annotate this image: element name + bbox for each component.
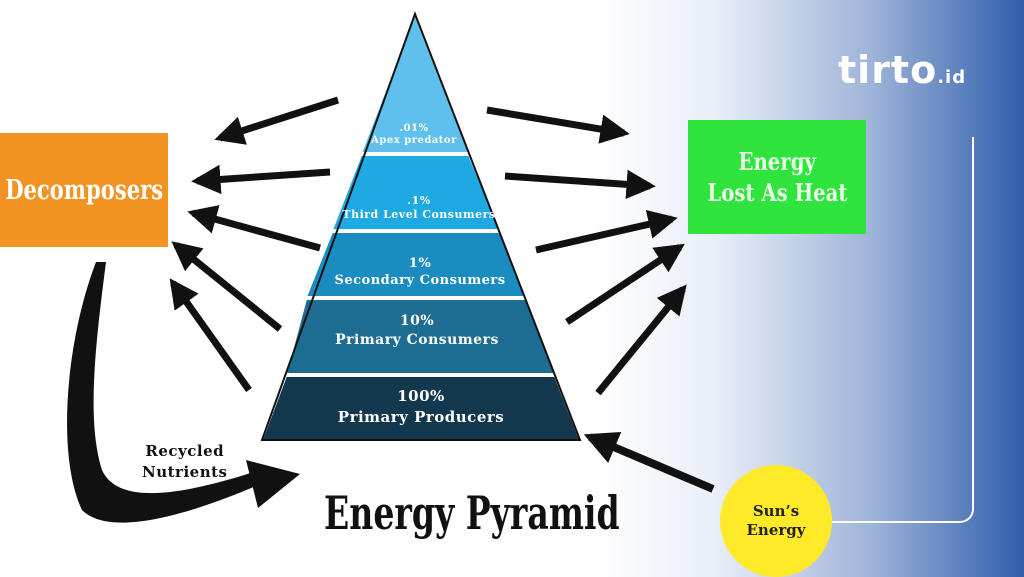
level-apex-text: .01% Apex predator <box>371 123 457 147</box>
decomposers-box: Decomposers <box>0 133 168 247</box>
tirto-logo: tirto.id <box>838 48 966 92</box>
arrow-to-decomposers-3 <box>187 205 321 252</box>
heat-label-line1: Energy <box>738 147 816 176</box>
arrow-to-decomposers-4 <box>171 241 283 332</box>
recycled-line2: Nutrients <box>142 463 228 481</box>
sun-label-line1: Sun’s <box>752 502 800 520</box>
arrow-to-heat-1 <box>486 106 630 144</box>
level-primary-consumers-percent: 10% <box>399 313 435 329</box>
pyramid-level-third <box>330 154 502 231</box>
pyramid-outline <box>260 11 582 441</box>
diagram-title: Energy Pyramid <box>324 486 620 540</box>
arrow-to-heat-5 <box>595 284 687 396</box>
decomposers-label: Decomposers <box>5 174 163 206</box>
recycled-nutrients-arrowhead <box>246 460 300 508</box>
level-primary-producers-label: Primary Producers <box>337 408 505 426</box>
arrow-to-heat-4 <box>565 243 685 325</box>
arrow-to-heat-2 <box>504 169 656 200</box>
level-primary-consumers-text: 10% Primary Consumers <box>335 312 499 350</box>
logo-name: tirto <box>838 48 938 92</box>
arrow-from-sun <box>583 431 715 493</box>
level-apex-label: Apex predator <box>371 135 457 146</box>
arrow-to-decomposers-5 <box>169 278 252 393</box>
level-secondary-text: 1% Secondary Consumers <box>334 255 505 289</box>
level-primary-producers-text: 100% Primary Producers <box>338 386 504 428</box>
recycled-line1: Recycled <box>145 442 225 460</box>
arrow-to-decomposers-1 <box>214 96 340 145</box>
logo-suffix: .id <box>937 67 967 88</box>
heat-label-line2: Lost As Heat <box>706 178 848 207</box>
level-third-label: Third Level Consumers <box>342 208 496 221</box>
level-third-text: .1% Third Level Consumers <box>342 194 495 222</box>
level-primary-consumers-label: Primary Consumers <box>335 332 499 348</box>
level-primary-producers-percent: 100% <box>397 387 445 405</box>
energy-lost-as-heat-box: Energy Lost As Heat <box>688 120 866 234</box>
arrow-to-decomposers-2 <box>191 164 331 195</box>
pyramid-level-secondary <box>304 231 528 298</box>
level-apex-percent: .01% <box>399 123 429 134</box>
level-third-percent: .1% <box>407 194 431 207</box>
level-secondary-percent: 1% <box>408 256 432 271</box>
recycled-nutrients-label: Recycled Nutrients <box>142 441 227 483</box>
recycled-nutrients-curve <box>67 262 261 523</box>
level-secondary-label: Secondary Consumers <box>334 273 506 288</box>
sun-energy-circle: Sun’s Energy <box>720 465 832 577</box>
sun-label-line2: Energy <box>746 521 806 539</box>
arrow-to-heat-3 <box>535 209 678 254</box>
